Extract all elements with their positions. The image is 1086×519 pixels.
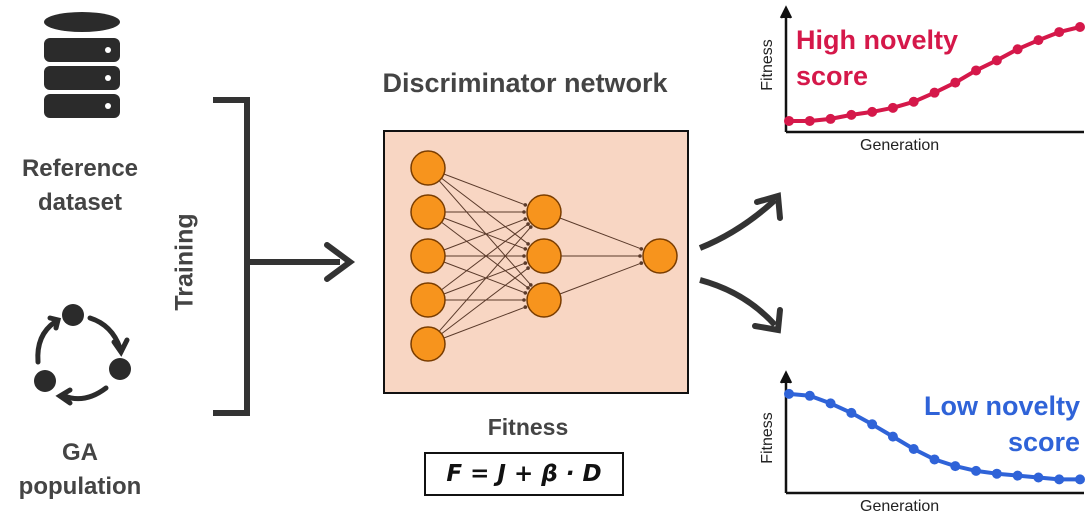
edge-arrowhead (523, 305, 528, 309)
network-edge (441, 223, 529, 291)
arrow-to-low-novelty (699, 277, 778, 328)
edge-arrowhead (526, 242, 530, 246)
low-novelty-point (1075, 474, 1085, 485)
high-novelty-point (1012, 44, 1023, 55)
network-edge (443, 262, 526, 295)
arrow-to-high-novelty (698, 197, 778, 251)
network-edge (443, 217, 526, 250)
high-novelty-point (1033, 35, 1044, 46)
network-edge (443, 261, 526, 294)
edge-arrowhead (523, 291, 528, 295)
neuron-layer-2 (526, 238, 562, 274)
edge-arrowhead (638, 254, 642, 258)
high-novelty-point (846, 109, 857, 120)
training-label: Training (170, 213, 199, 311)
low-novelty-point (971, 465, 982, 476)
high-novelty-point (908, 96, 919, 107)
neuron-layer-1 (410, 194, 446, 230)
network-edges (438, 173, 644, 339)
low-novelty-point (1012, 470, 1023, 481)
low-plot-ylabel: Fitness (759, 412, 776, 464)
population-cycle-icon (34, 304, 131, 406)
neuron-layer-1 (410, 238, 446, 274)
high-novelty-point (784, 115, 794, 126)
low-novelty-point (846, 407, 857, 418)
high-novelty-point (825, 113, 836, 124)
edge-arrowhead (522, 254, 526, 258)
network-edge (559, 217, 642, 250)
high-novelty-point (971, 65, 982, 76)
network-edge (441, 221, 529, 289)
database-icon (44, 12, 120, 118)
low-novelty-point (804, 390, 815, 401)
network-edge (438, 226, 532, 332)
low-novelty-point (1054, 474, 1065, 485)
edge-arrowhead (526, 286, 530, 290)
arrow-to-network (324, 242, 356, 282)
neuron-layer-1 (410, 282, 446, 318)
low-novelty-title: Low novelty score (880, 388, 1080, 460)
high-novelty-point (991, 55, 1002, 66)
low-novelty-point (929, 454, 940, 465)
low-novelty-point (784, 388, 794, 399)
low-novelty-point (825, 398, 836, 409)
high-novelty-point (1054, 27, 1065, 38)
high-novelty-point (950, 77, 961, 88)
edge-arrowhead (639, 247, 644, 251)
network-edge (443, 306, 526, 339)
high-plot-xlabel: Generation (860, 137, 940, 154)
edge-arrowhead (522, 298, 526, 302)
edge-arrowhead (522, 210, 526, 214)
network-edge (559, 262, 642, 295)
low-novelty-point (867, 419, 878, 430)
high-novelty-point (887, 102, 898, 113)
high-novelty-title: High novelty score (796, 22, 996, 94)
edge-arrowhead (528, 283, 533, 287)
low-novelty-point (950, 461, 961, 472)
high-novelty-title-text: High novelty score (796, 25, 959, 91)
neuron-layer-2 (526, 194, 562, 230)
edge-arrowhead (639, 261, 644, 265)
high-novelty-point (929, 87, 940, 98)
high-plot-ylabel: Fitness (759, 39, 776, 91)
edge-arrowhead (526, 222, 530, 226)
edge-arrowhead (528, 225, 533, 229)
discriminator-title: Discriminator network (382, 68, 668, 98)
network-edge (443, 218, 526, 251)
fitness-label: Fitness (487, 414, 569, 440)
neuron-layer-1 (410, 150, 446, 186)
neuron-layer-3 (642, 238, 678, 274)
network-edge (438, 180, 532, 286)
low-novelty-point (908, 444, 919, 454)
network-edge (441, 267, 529, 335)
edge-arrowhead (523, 203, 528, 207)
low-novelty-point (1033, 472, 1044, 483)
reference-dataset-label: Reference dataset (21, 155, 139, 216)
high-novelty-axes (779, 5, 1084, 134)
training-bracket (213, 97, 250, 416)
high-novelty-point (1075, 22, 1085, 33)
low-novelty-point (887, 431, 898, 442)
network-edge (441, 177, 529, 245)
network-edge (443, 173, 526, 206)
low-novelty-title-text: Low novelty score (923, 391, 1080, 457)
low-plot-xlabel: Generation (860, 498, 940, 515)
neuron-layer-2 (526, 282, 562, 318)
edge-arrowhead (523, 217, 528, 221)
neuron-layer-1 (410, 326, 446, 362)
high-novelty-point (867, 106, 878, 117)
edge-arrowhead (523, 247, 528, 251)
edge-arrowhead (526, 266, 530, 270)
low-novelty-point (991, 468, 1002, 479)
edge-arrowhead (523, 261, 528, 265)
ga-population-label: GA population (18, 439, 142, 500)
fitness-formula: F = J + β · D (424, 452, 624, 496)
high-novelty-point (804, 115, 815, 126)
